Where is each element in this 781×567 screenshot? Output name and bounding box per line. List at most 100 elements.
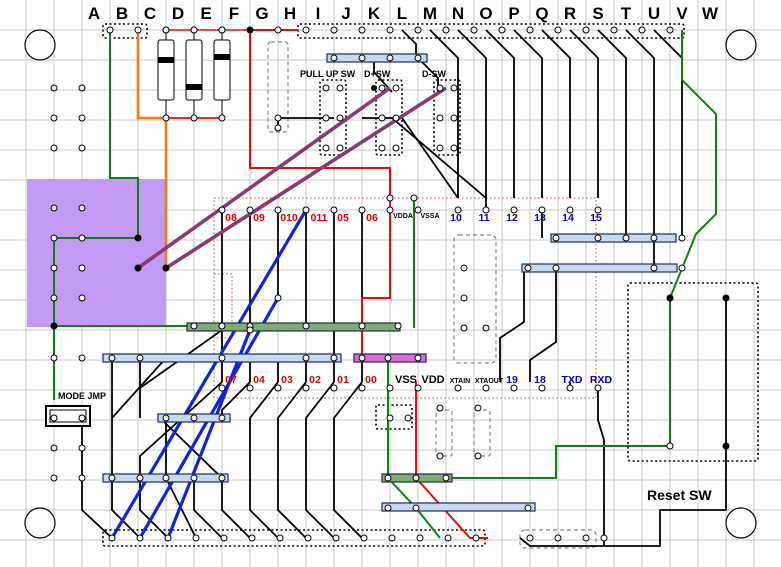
hole [302,354,310,362]
plum-wires [136,86,447,270]
hole [414,26,422,34]
hole [50,234,58,242]
pin-label: 010 [280,212,298,224]
hole [78,294,86,302]
hole [336,114,344,122]
junction-dot [667,295,673,301]
hole [582,26,590,34]
hole [378,114,386,122]
chip-outline [213,197,597,399]
hole [336,144,344,152]
pin-label: 02 [309,374,321,386]
hole [554,534,562,542]
hole [482,206,490,214]
junction-dot [723,295,729,301]
hole [218,354,226,362]
hole [218,206,226,214]
hole [474,452,482,460]
pin-label: 19 [506,374,518,386]
hole [302,206,310,214]
column-label: J [341,4,350,23]
hole [78,204,86,212]
column-label: W [702,4,719,23]
hole [678,264,686,272]
hole [386,26,394,34]
column-label: P [508,4,519,23]
pin-label: VDD [421,374,444,386]
hole [274,206,282,214]
pin-label: 12 [506,212,518,224]
reset-sw-label: Reset SW [647,487,712,503]
hole [566,206,574,214]
mounting-hole [24,507,56,539]
red-wires [249,29,488,539]
hole [218,414,226,422]
mounting-hole [24,29,56,61]
hole [190,414,198,422]
hole [246,206,254,214]
column-label: L [397,4,407,23]
hole [274,384,282,392]
column-label: I [316,4,321,23]
pin-label: 011 [311,212,328,224]
pin-label: VDDA [393,213,413,220]
hole [510,206,518,214]
hole [460,264,468,272]
hole [442,26,450,34]
hole [162,114,170,122]
hole [336,84,344,92]
hole [78,444,86,452]
hole [454,206,462,214]
pin-label: 18 [534,374,546,386]
hole [274,26,282,34]
hole [524,264,532,272]
hole [322,84,330,92]
hole [108,354,116,362]
column-label: N [452,4,464,23]
hole [404,414,412,422]
column-label: E [200,4,211,23]
hole [474,404,482,412]
hole [276,534,284,542]
hole [414,354,422,362]
pin-label: 15 [590,212,602,224]
hole [218,114,226,122]
column-label: K [368,4,381,23]
hole [450,84,458,92]
holes [50,26,730,542]
hole [666,26,674,34]
hole [274,114,282,122]
hole [638,26,646,34]
hole [162,414,170,422]
hole [552,234,560,242]
hole [538,206,546,214]
resistor [185,30,203,118]
column-label: M [423,4,437,23]
hole [246,326,254,334]
hole [218,26,226,34]
pin-label: 09 [253,212,265,224]
pin-label: 05 [337,212,349,224]
hole [482,384,490,392]
column-labels: A B C D E F G H I J K L M N O P Q R S T … [88,4,719,23]
hole [50,204,58,212]
resistor [213,30,231,118]
hole [162,474,170,482]
hole [454,384,462,392]
hole [136,354,144,362]
hole [330,26,338,34]
hole [436,452,444,460]
column-label: S [592,4,603,23]
hole [552,264,560,272]
hole [302,322,310,330]
hole [304,534,312,542]
hole [678,234,686,242]
hole [594,206,602,214]
hole [566,384,574,392]
dotted-outlines [102,23,759,547]
hole [414,54,422,62]
column-label: U [648,4,660,23]
junction-dot [723,443,729,449]
hole [330,54,338,62]
